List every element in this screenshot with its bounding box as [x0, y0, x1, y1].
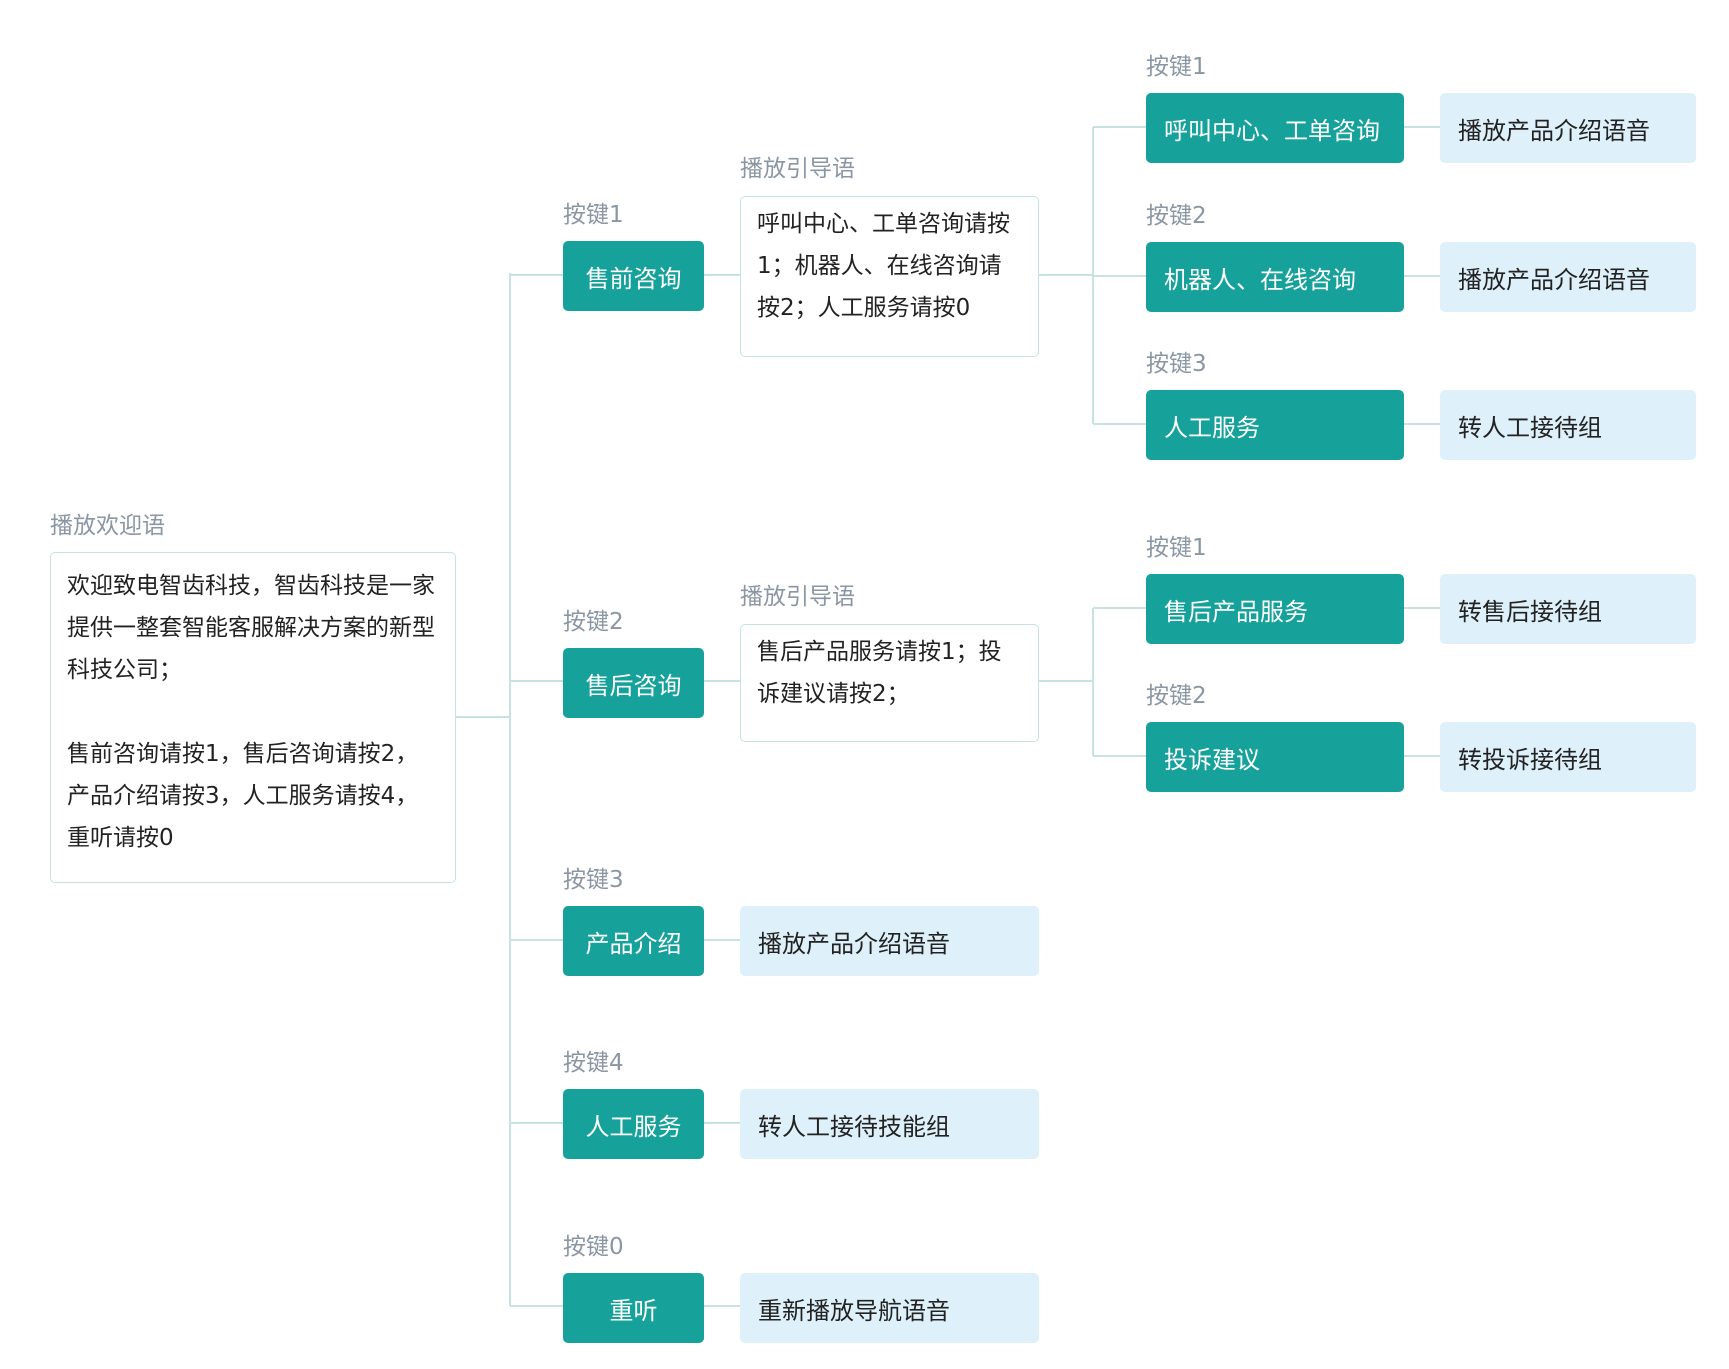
- b1-child-1-node: 呼叫中心、工单咨询: [1146, 93, 1404, 163]
- branch-4-result: 转人工接待技能组: [740, 1089, 1039, 1159]
- b2-child-1-key-label: 按键1: [1146, 535, 1207, 561]
- b1-child-2-key-label: 按键2: [1146, 203, 1207, 229]
- branch-5-result: 重新播放导航语音: [740, 1273, 1039, 1343]
- branch-2-key-label: 按键2: [563, 609, 624, 635]
- b1-child-3-node: 人工服务: [1146, 390, 1404, 460]
- b2-child-1-result: 转售后接待组: [1440, 574, 1696, 644]
- root-welcome-box: 欢迎致电智齿科技，智齿科技是一家提供一整套智能客服解决方案的新型科技公司； 售前…: [50, 552, 456, 883]
- branch-5-node: 重听: [563, 1273, 704, 1343]
- branch-2-prompt-label: 播放引导语: [740, 584, 855, 610]
- b1-child-3-result: 转人工接待组: [1440, 390, 1696, 460]
- b2-child-2-result: 转投诉接待组: [1440, 722, 1696, 792]
- branch-1-prompt-label: 播放引导语: [740, 156, 855, 182]
- b1-child-3-key-label: 按键3: [1146, 351, 1207, 377]
- branch-1-key-label: 按键1: [563, 202, 624, 228]
- b2-child-2-key-label: 按键2: [1146, 683, 1207, 709]
- b2-child-2-node: 投诉建议: [1146, 722, 1404, 792]
- b2-child-1-node: 售后产品服务: [1146, 574, 1404, 644]
- branch-4-node: 人工服务: [563, 1089, 704, 1159]
- b1-child-1-result: 播放产品介绍语音: [1440, 93, 1696, 163]
- branch-4-key-label: 按键4: [563, 1050, 624, 1076]
- b1-child-1-key-label: 按键1: [1146, 54, 1207, 80]
- branch-1-node: 售前咨询: [563, 241, 704, 311]
- root-label: 播放欢迎语: [50, 513, 165, 539]
- branch-2-prompt-box: 售后产品服务请按1；投诉建议请按2；: [740, 624, 1039, 742]
- branch-3-node: 产品介绍: [563, 906, 704, 976]
- b1-child-2-result: 播放产品介绍语音: [1440, 242, 1696, 312]
- branch-3-result: 播放产品介绍语音: [740, 906, 1039, 976]
- branch-3-key-label: 按键3: [563, 867, 624, 893]
- branch-2-node: 售后咨询: [563, 648, 704, 718]
- b1-child-2-node: 机器人、在线咨询: [1146, 242, 1404, 312]
- branch-5-key-label: 按键0: [563, 1234, 624, 1260]
- branch-1-prompt-box: 呼叫中心、工单咨询请按1；机器人、在线咨询请按2；人工服务请按0: [740, 196, 1039, 357]
